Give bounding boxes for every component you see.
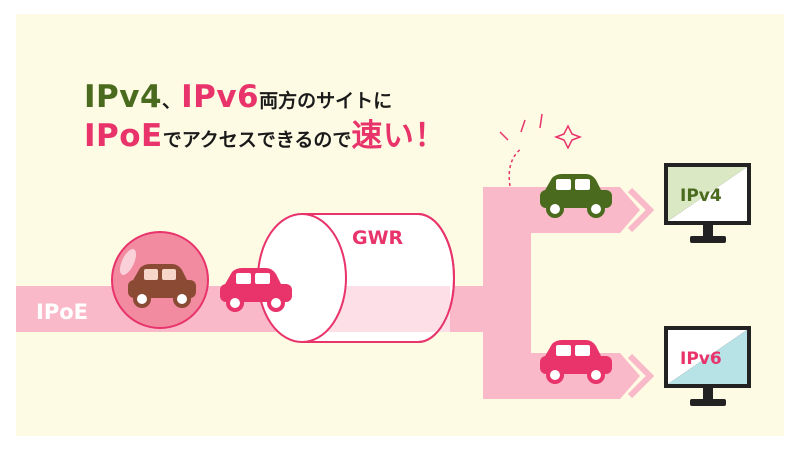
chevron-arrow-icon [627, 187, 655, 233]
pipe-label: IPoE [36, 300, 88, 324]
chevron-arrow-icon [627, 353, 655, 399]
gwr-tunnel: GWR [257, 213, 455, 343]
headline-line-2: IPoEでアクセスできるので速い！ [84, 121, 446, 152]
headline-line2-middle: でアクセスできるので [162, 129, 352, 151]
sparkle-icon [499, 113, 583, 187]
headline-emphasis: 速い！ [351, 118, 446, 154]
car-icon [540, 340, 612, 384]
headline-separator: 、 [162, 90, 182, 112]
monitor-icon: IPv4 [664, 163, 751, 243]
headline-line-1: IPv4、IPv6両方のサイトに [84, 82, 392, 113]
car-icon [540, 174, 612, 218]
headline-ipv6-tag: IPv6 [181, 79, 260, 115]
monitor-v4-label: IPv4 [680, 186, 722, 206]
car-icon [128, 264, 196, 308]
tunnel-label: GWR [352, 227, 404, 249]
monitor-icon: IPv6 [664, 326, 751, 406]
headline-ipoe-tag: IPoE [84, 118, 163, 154]
car-icon [220, 268, 292, 312]
bubble-highlight [119, 249, 137, 275]
monitor-v6-label: IPv6 [680, 349, 722, 369]
headline-line1-tail: 両方のサイトに [259, 90, 393, 112]
headline-ipv4-tag: IPv4 [84, 79, 163, 115]
